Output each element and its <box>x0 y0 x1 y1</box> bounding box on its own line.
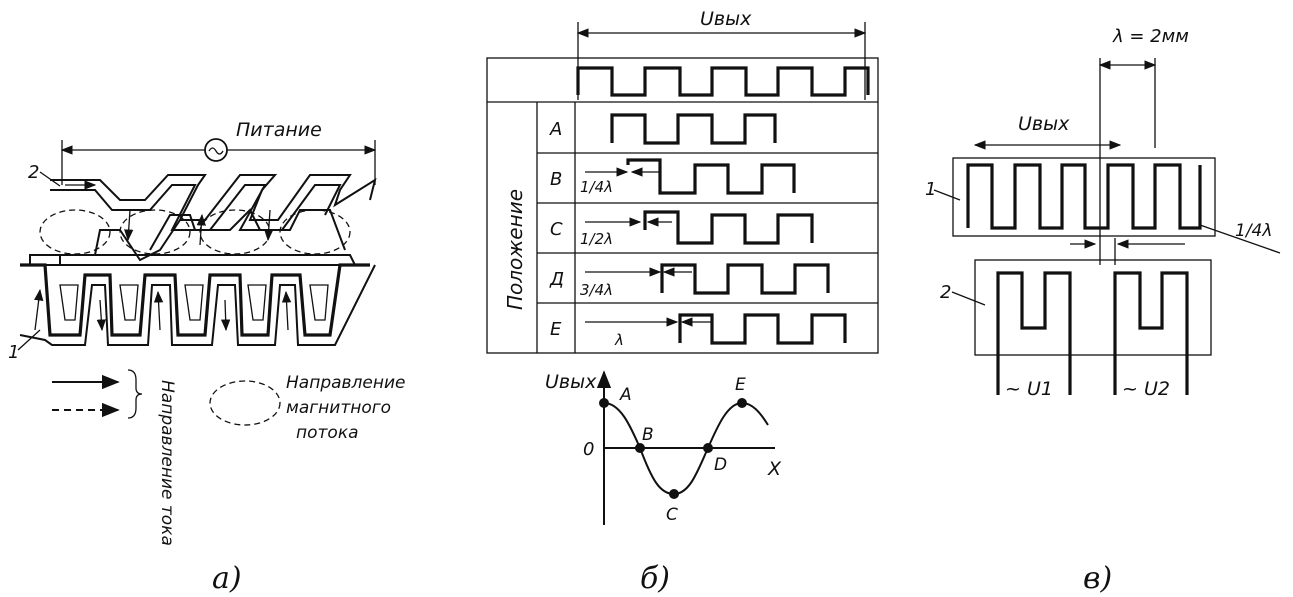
lower-meander-winding <box>19 263 376 346</box>
current-direction-label: Направление тока <box>157 380 177 546</box>
upper-meander-winding <box>29 174 377 266</box>
position-label: Положение <box>503 189 527 310</box>
panel-b: Uвых Положение A B 1/4λ C 1/2λ Д 3/4 <box>486 8 879 596</box>
row-c-offset: 1/2λ <box>580 230 613 248</box>
caption-a: а) <box>212 561 242 596</box>
output-label-b: Uвых <box>700 8 752 30</box>
supply-u1: ~ U1 <box>1005 378 1053 400</box>
point-c-label: C <box>666 505 678 525</box>
winding-2-label-c: 2 <box>940 282 951 303</box>
panel-a: Питание 2 1 <box>8 119 406 596</box>
point-a <box>599 398 609 408</box>
caption-c: в) <box>1083 561 1112 596</box>
winding-1-label-c: 1 <box>925 179 936 200</box>
flux-direction-line2: магнитного <box>286 398 391 418</box>
flux-direction-line1: Направление <box>286 373 406 393</box>
row-e-offset: λ <box>614 331 624 349</box>
row-e-wave <box>678 313 847 345</box>
supply-u2: ~ U2 <box>1122 378 1170 400</box>
flux-direction-line3: потока <box>296 423 359 443</box>
row-d-wave <box>660 263 830 295</box>
point-d <box>703 443 713 453</box>
pitch-label: λ = 2мм <box>1112 26 1189 47</box>
magnetic-flux-loops <box>39 209 351 255</box>
winding-2a-meander <box>996 271 1072 395</box>
row-d-label: Д <box>549 269 564 290</box>
supply-label: Питание <box>236 119 322 141</box>
origin-label: 0 <box>583 439 594 460</box>
output-waveform <box>576 66 870 97</box>
row-c-wave <box>643 210 814 245</box>
winding-2-label: 2 <box>28 162 39 183</box>
winding-2b-meander <box>1113 271 1189 395</box>
point-b <box>635 443 645 453</box>
row-a-wave <box>610 113 777 145</box>
flux-legend-icon <box>209 380 281 426</box>
legend: Направление тока Направление магнитного … <box>52 369 406 546</box>
output-sine-graph: Uвых X 0 A B C D E <box>545 370 782 525</box>
winding-1-meander <box>966 163 1202 230</box>
shift-label: 1/4λ <box>1235 221 1272 241</box>
y-axis-label: Uвых <box>545 371 597 393</box>
current-arrows <box>34 180 292 332</box>
point-c <box>669 489 679 499</box>
point-e <box>737 398 747 408</box>
point-b-label: B <box>642 425 654 445</box>
row-b-offset: 1/4λ <box>580 178 613 196</box>
row-b-label: B <box>550 169 562 190</box>
row-c-label: C <box>550 219 563 240</box>
output-label-c: Uвых <box>1018 113 1070 135</box>
point-d-label: D <box>714 455 727 475</box>
point-a-label: A <box>619 385 632 405</box>
row-b-wave <box>626 158 796 195</box>
winding-2-frame <box>974 259 1212 356</box>
panel-c: λ = 2мм Uвых 1 1/4λ 2 ~ U1 ~ U2 в) <box>925 26 1281 596</box>
row-e-label: E <box>550 319 562 340</box>
caption-b: б) <box>640 561 670 596</box>
row-d-offset: 3/4λ <box>580 281 613 299</box>
position-table <box>486 57 879 354</box>
winding-1-label: 1 <box>8 342 19 363</box>
row-a-label: A <box>549 119 562 140</box>
point-e-label: E <box>735 375 746 395</box>
x-axis-label: X <box>767 458 782 480</box>
